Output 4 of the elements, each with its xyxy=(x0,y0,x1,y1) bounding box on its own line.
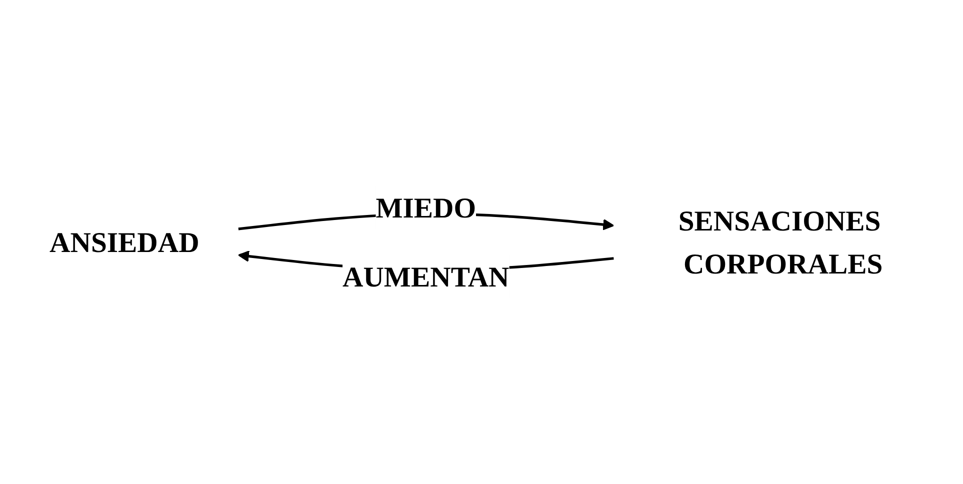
node-text: SENSACIONES CORPORALES xyxy=(678,204,883,280)
node-text: ANSIEDAD xyxy=(50,226,200,258)
edge-label: MIEDO xyxy=(376,191,476,224)
edge-label: AUMENTAN xyxy=(342,260,510,293)
